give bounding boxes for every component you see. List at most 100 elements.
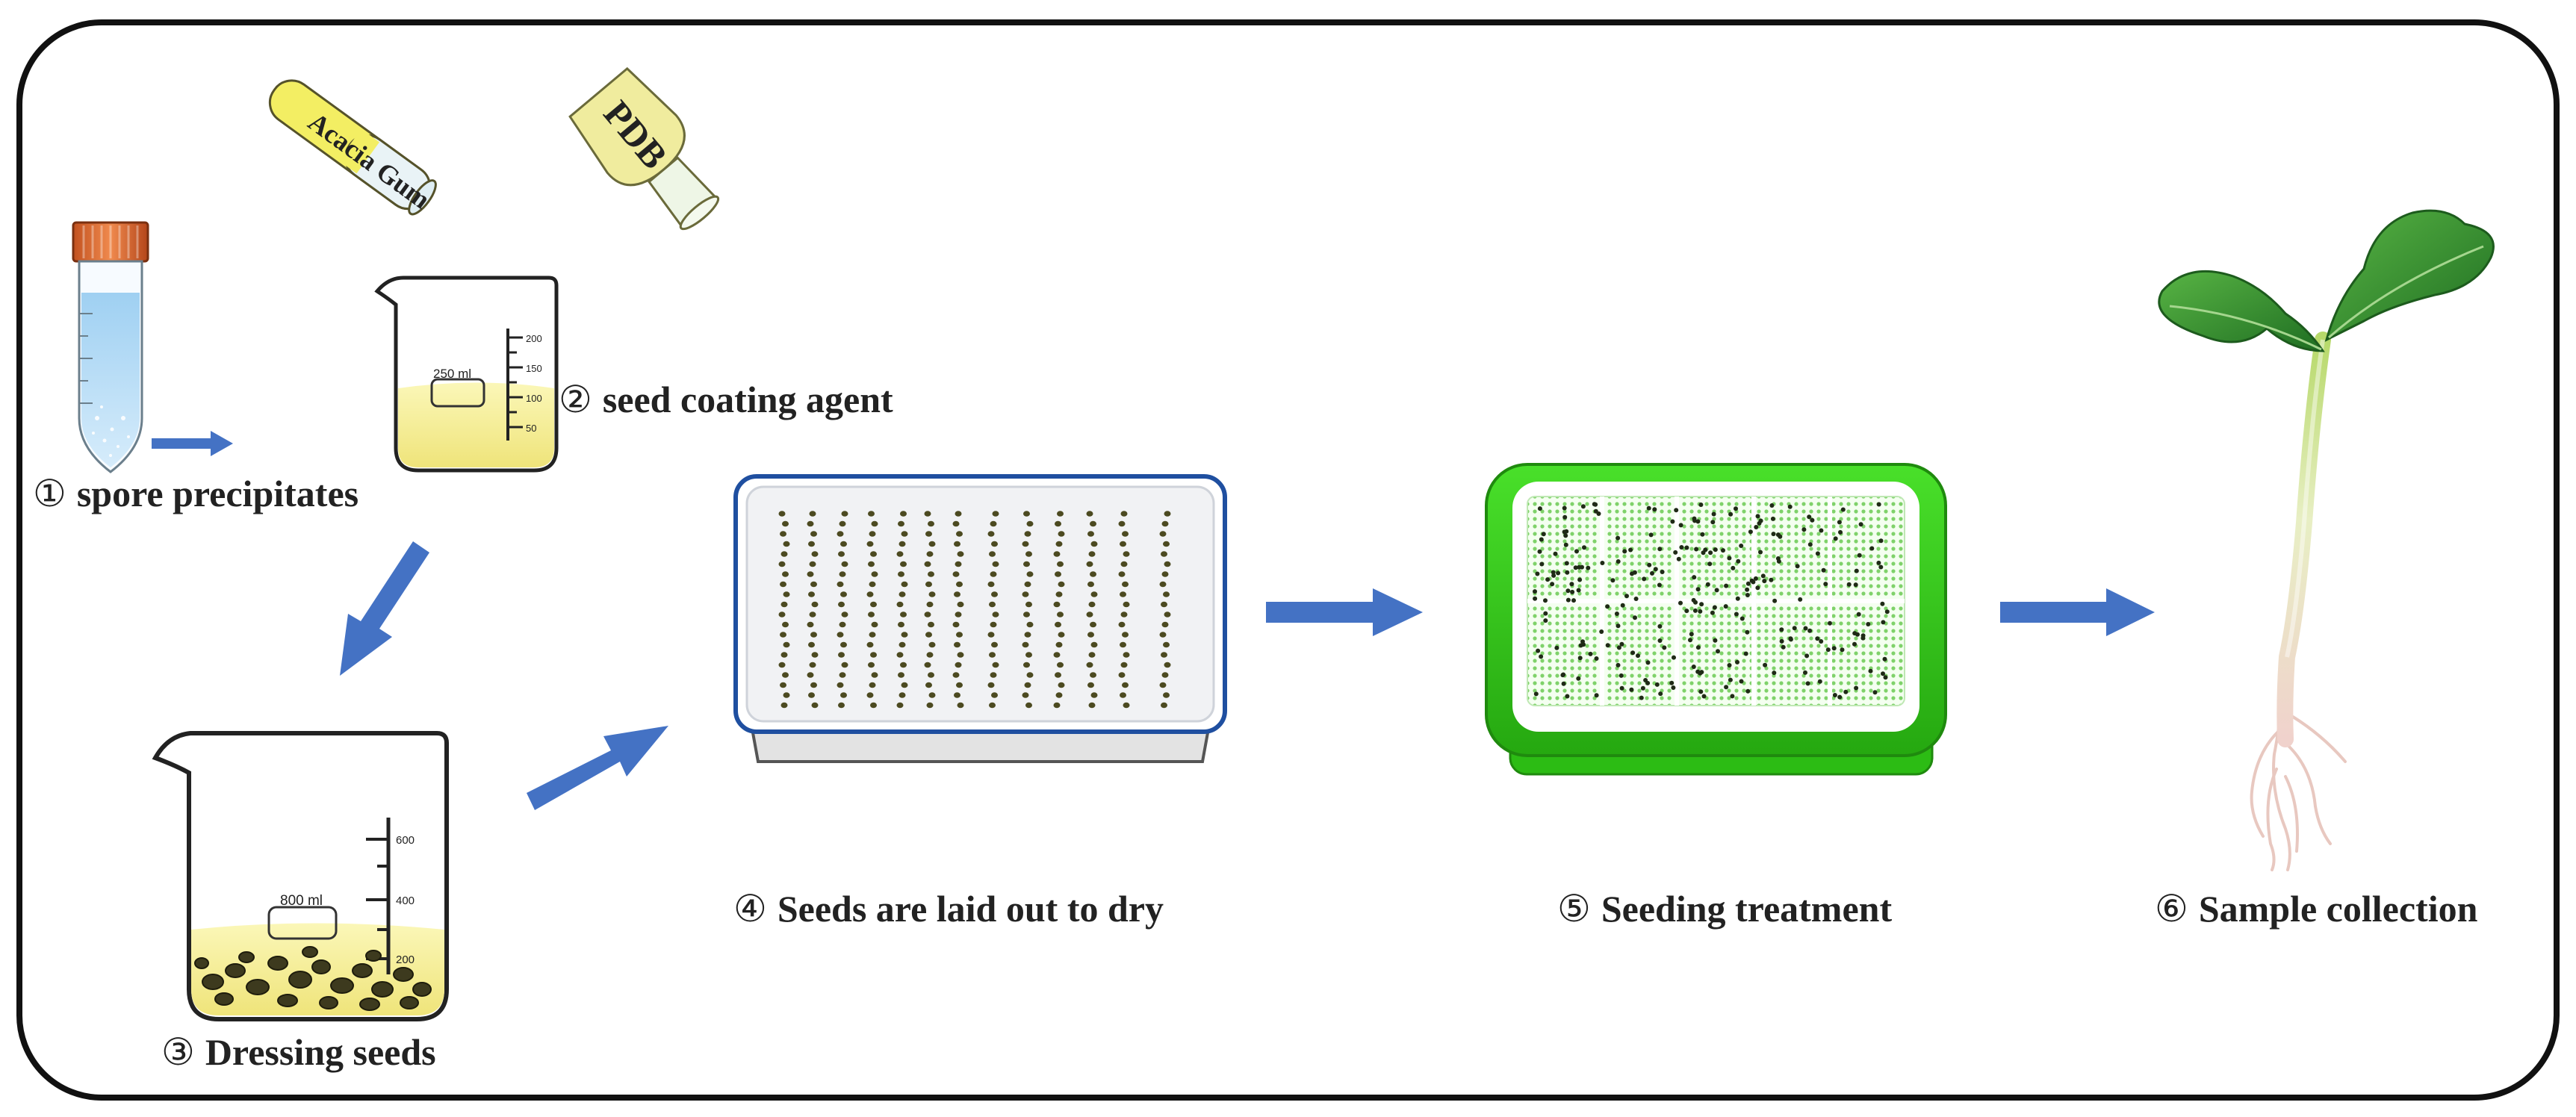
- sown-seed-dot: [1745, 593, 1750, 597]
- seed-dot: [839, 621, 846, 628]
- seed-dot: [957, 652, 964, 658]
- sown-seed-dot: [1787, 504, 1793, 509]
- seed-dot: [783, 591, 790, 597]
- seed-dot: [924, 612, 931, 617]
- sown-seed-dot: [1708, 550, 1713, 556]
- sown-seed-dot: [1647, 562, 1652, 567]
- sown-seed-dot: [1563, 542, 1568, 547]
- seed-dot: [1123, 652, 1130, 658]
- sown-seed-dot: [1721, 548, 1725, 553]
- sown-seed-dot: [1580, 639, 1585, 644]
- seed-dot: [1159, 682, 1167, 688]
- seed-dot: [780, 581, 786, 588]
- seed-dot: [926, 551, 934, 557]
- seed-dot: [1086, 511, 1093, 517]
- seed-dot: [898, 672, 904, 678]
- seed-dot: [928, 520, 934, 527]
- sown-seed-dot: [1739, 616, 1745, 621]
- seed-dot: [991, 591, 998, 597]
- sown-seed-dot: [1551, 570, 1556, 575]
- sown-seed-dot: [1605, 643, 1610, 648]
- sown-seed-dot: [1533, 596, 1538, 601]
- seed-dot: [866, 591, 874, 597]
- sown-seed-dot: [1628, 547, 1633, 553]
- sown-seed-dot: [1710, 520, 1716, 525]
- sown-seed-dot: [1762, 579, 1767, 584]
- small-beaker-tick-50: 50: [526, 423, 536, 434]
- sown-seed-dot: [1825, 647, 1831, 653]
- seed-dot: [808, 641, 815, 648]
- sown-seed-dot: [1660, 570, 1665, 574]
- seed-dot: [1057, 662, 1064, 668]
- sown-seed-dot: [1541, 532, 1546, 537]
- sown-seed-dot: [1678, 600, 1683, 606]
- seed-dot: [1123, 601, 1130, 608]
- sown-seed-dot: [1881, 671, 1885, 676]
- sown-seed-dot: [1684, 545, 1689, 550]
- seed-dot: [1057, 511, 1064, 517]
- sown-seed-dot: [1580, 504, 1586, 509]
- sown-seed-dot: [1846, 582, 1852, 587]
- sown-seed-dot: [1852, 631, 1857, 636]
- drying-tray-icon: [733, 474, 1227, 763]
- sown-seed-dot: [1653, 567, 1658, 572]
- sown-seed-dot: [1705, 582, 1710, 587]
- seed-dot: [782, 672, 789, 678]
- pdb-flask-icon: PDB: [568, 66, 720, 231]
- sown-seed-dot: [1622, 549, 1627, 554]
- sown-seed-dot: [1652, 507, 1657, 512]
- sown-seed-dot: [1710, 610, 1715, 615]
- seed-dot: [924, 511, 931, 517]
- seed-dot: [810, 682, 817, 688]
- sown-seed-dot: [1840, 647, 1845, 653]
- seed-dot: [868, 561, 875, 567]
- seed-dot: [1161, 520, 1169, 527]
- sown-seed-dot: [1537, 549, 1542, 554]
- sown-seed-dot: [1858, 522, 1863, 527]
- sown-seed-dot: [1857, 553, 1862, 558]
- seed-dot: [808, 591, 815, 597]
- sown-seed-dot: [1866, 622, 1871, 626]
- seed-dot: [896, 551, 904, 557]
- sown-seed-dot: [1695, 645, 1701, 650]
- step-2-text: seed coating agent: [602, 379, 893, 420]
- seed-dot: [780, 551, 788, 557]
- arrows: [152, 431, 2155, 810]
- sown-seed-dot: [1673, 550, 1678, 555]
- seed-dot: [1120, 641, 1126, 648]
- seed-dot: [1023, 511, 1030, 517]
- sown-seed-dot: [1553, 551, 1558, 556]
- sown-seed-dot: [1565, 597, 1571, 603]
- sown-seed-dot: [1676, 556, 1681, 561]
- seed-dot: [839, 672, 846, 678]
- small-beaker-tick-100: 100: [526, 393, 542, 404]
- seed-dot: [810, 581, 817, 588]
- seed-dot: [1053, 652, 1061, 658]
- seed-dot: [1025, 652, 1032, 658]
- seed-dot: [952, 571, 960, 577]
- sown-seed-dot: [1837, 520, 1842, 525]
- sown-seed-dot: [1539, 654, 1544, 659]
- sown-seed-dot: [1642, 576, 1647, 582]
- seed-dot: [807, 571, 814, 577]
- sown-seed-dot: [1599, 629, 1604, 634]
- sown-seed-dot: [1670, 519, 1675, 524]
- seed-dot: [811, 551, 819, 557]
- sown-seed-dot: [1692, 575, 1697, 580]
- seed-dot: [992, 511, 999, 517]
- sown-seed-dot: [1564, 561, 1569, 566]
- large-beaker-tick-600: 600: [396, 834, 415, 847]
- seed-dot: [841, 561, 848, 567]
- sown-seed-dot: [1562, 514, 1568, 520]
- seed-dot: [1053, 702, 1061, 709]
- sown-seed-dot: [1701, 550, 1706, 556]
- seed-dot: [808, 692, 815, 698]
- seed-dot: [1087, 632, 1094, 638]
- seed-dot: [809, 612, 816, 617]
- sown-seed-dot: [1815, 551, 1820, 556]
- sown-seed-dot: [1537, 506, 1542, 511]
- sown-seed-dot: [1539, 561, 1545, 567]
- sown-seed-dot: [1838, 529, 1843, 535]
- step-6-text: Sample collection: [2198, 888, 2478, 930]
